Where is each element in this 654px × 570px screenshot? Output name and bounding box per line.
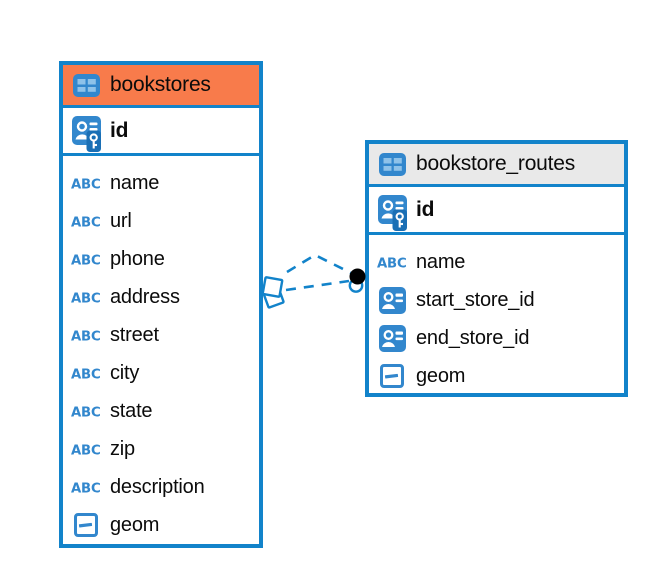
text-icon: ABC bbox=[71, 404, 101, 419]
text-icon: ABC bbox=[377, 255, 407, 270]
text-icon: ABC bbox=[71, 214, 101, 229]
svg-text:ABC: ABC bbox=[71, 480, 101, 495]
table-icon bbox=[71, 73, 101, 97]
bookstore-routes-field-row-geom[interactable]: geom bbox=[369, 357, 624, 395]
bookstores-field-row-city[interactable]: ABC city bbox=[63, 354, 259, 392]
bookstores-field-row-street[interactable]: ABC street bbox=[63, 316, 259, 354]
bookstore-routes-field-row-id[interactable]: id bbox=[369, 187, 624, 235]
field-label: address bbox=[110, 285, 180, 308]
field-label: id bbox=[110, 118, 129, 142]
bookstore-routes-field-row-end_store_id[interactable]: end_store_id bbox=[369, 319, 624, 357]
svg-text:ABC: ABC bbox=[71, 366, 101, 381]
field-label: zip bbox=[110, 437, 135, 460]
foreign-key-icon bbox=[377, 324, 407, 352]
primary-key-icon bbox=[71, 116, 101, 152]
bookstores-field-list: ABC name ABC url ABC phone ABC address ABC st… bbox=[63, 156, 259, 544]
table-icon bbox=[377, 152, 407, 176]
relationship-line-upper[interactable] bbox=[286, 253, 352, 275]
er-table-bookstore-routes[interactable]: bookstore_routes id ABC name start_store_… bbox=[365, 140, 628, 397]
text-icon: ABC bbox=[71, 328, 101, 343]
bookstores-field-row-zip[interactable]: ABC zip bbox=[63, 430, 259, 468]
foreign-key-icon bbox=[377, 286, 407, 314]
field-label: geom bbox=[416, 364, 466, 387]
field-label: geom bbox=[110, 513, 160, 536]
er-table-bookstores[interactable]: bookstores id ABC name ABC url ABC phone AB… bbox=[59, 61, 263, 548]
svg-text:ABC: ABC bbox=[71, 290, 101, 305]
bookstores-field-row-id[interactable]: id bbox=[63, 108, 259, 156]
bookstore-routes-field-row-start_store_id[interactable]: start_store_id bbox=[369, 281, 624, 319]
bookstores-field-row-phone[interactable]: ABC phone bbox=[63, 240, 259, 278]
bookstores-field-row-address[interactable]: ABC address bbox=[63, 278, 259, 316]
text-icon: ABC bbox=[71, 366, 101, 381]
field-label: description bbox=[110, 475, 205, 498]
table-title: bookstore_routes bbox=[416, 152, 576, 175]
svg-text:ABC: ABC bbox=[71, 442, 101, 457]
field-label: street bbox=[110, 323, 159, 346]
bookstore-routes-header[interactable]: bookstore_routes bbox=[369, 144, 624, 187]
bookstore-routes-field-list: ABC name start_store_id end_store_id geom bbox=[369, 235, 624, 395]
primary-key-icon bbox=[377, 195, 407, 231]
bookstores-field-row-name[interactable]: ABC name bbox=[63, 164, 259, 202]
table-title: bookstores bbox=[110, 73, 211, 96]
geometry-icon bbox=[71, 513, 101, 537]
field-label: url bbox=[110, 209, 132, 232]
field-label: state bbox=[110, 399, 153, 422]
text-icon: ABC bbox=[71, 176, 101, 191]
svg-text:ABC: ABC bbox=[71, 252, 101, 267]
relationship-line-lower[interactable] bbox=[285, 279, 350, 292]
bookstores-field-row-url[interactable]: ABC url bbox=[63, 202, 259, 240]
svg-text:ABC: ABC bbox=[377, 255, 407, 270]
field-label: end_store_id bbox=[416, 326, 530, 349]
bookstore-routes-field-row-name[interactable]: ABC name bbox=[369, 243, 624, 281]
bookstores-field-row-description[interactable]: ABC description bbox=[63, 468, 259, 506]
bookstores-field-row-state[interactable]: ABC state bbox=[63, 392, 259, 430]
text-icon: ABC bbox=[71, 252, 101, 267]
bookstores-field-row-geom[interactable]: geom bbox=[63, 506, 259, 544]
svg-text:ABC: ABC bbox=[71, 404, 101, 419]
field-label: name bbox=[416, 250, 466, 273]
relationship-source-marker bbox=[261, 276, 285, 309]
bookstores-header[interactable]: bookstores bbox=[63, 65, 259, 108]
field-label: name bbox=[110, 171, 160, 194]
relationship-target-marker bbox=[348, 268, 366, 293]
geometry-icon bbox=[377, 364, 407, 388]
svg-text:ABC: ABC bbox=[71, 328, 101, 343]
field-label: id bbox=[416, 197, 435, 221]
field-label: start_store_id bbox=[416, 288, 535, 311]
svg-text:ABC: ABC bbox=[71, 214, 101, 229]
svg-text:ABC: ABC bbox=[71, 176, 101, 191]
text-icon: ABC bbox=[71, 442, 101, 457]
text-icon: ABC bbox=[71, 480, 101, 495]
field-label: phone bbox=[110, 247, 165, 270]
field-label: city bbox=[110, 361, 140, 384]
text-icon: ABC bbox=[71, 290, 101, 305]
